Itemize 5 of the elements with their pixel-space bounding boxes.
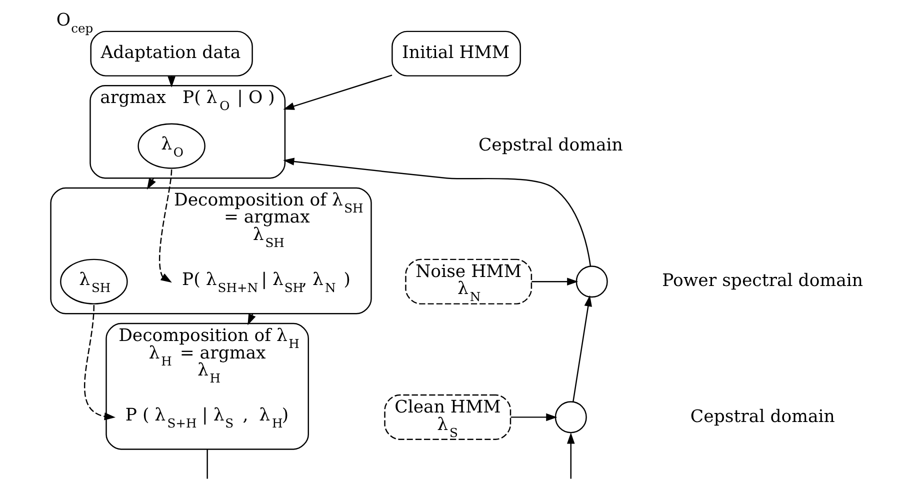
- node-text: P ( λ$_{S+H}$ | λ$_{S}$ , λ$_{H}$): [125, 406, 289, 431]
- node-text: P( λ$_{SH+N}$ | λ$_{SH}$, λ$_{N}$ ): [182, 270, 351, 295]
- label: Cepstral domain: [690, 406, 835, 427]
- label: Power spectral domain: [662, 271, 864, 292]
- label: Cepstral domain: [478, 136, 623, 156]
